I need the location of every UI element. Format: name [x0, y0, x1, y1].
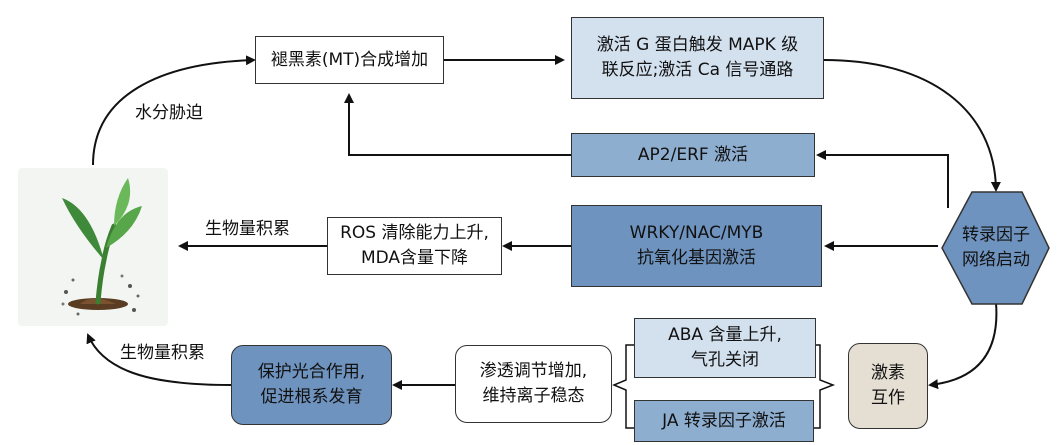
arrow-tf-to-hormone	[928, 302, 998, 390]
ros-box: ROS 清除能力上升, MDA含量下降	[327, 217, 502, 275]
tf-line1: 转录因子	[962, 225, 1030, 246]
photo-line2: 促进根系发育	[260, 387, 363, 407]
ap2-erf-box: AP2/ERF 激活	[571, 133, 815, 177]
hormone-interaction-box: 激素 互作	[848, 343, 928, 429]
osmotic-line1: 渗透调节增加,	[479, 361, 588, 382]
ros-line2: MDA含量下降	[360, 248, 469, 268]
brace-right	[806, 344, 836, 429]
g-protein-box: 激活 G 蛋白触发 MAPK 级 联反应;激活 Ca 信号通路	[571, 17, 824, 99]
photo-line1: 保护光合作用,	[257, 362, 366, 383]
arrow-ap2-to-melatonin	[344, 93, 571, 156]
tf-line2: 网络启动	[962, 250, 1030, 270]
biomass-label-lower: 生物量积累	[120, 343, 205, 363]
seedling-image	[18, 168, 168, 326]
hormone-line2: 互作	[871, 388, 905, 408]
osmotic-box: 渗透调节增加, 维持离子稳态	[455, 345, 612, 423]
seedling-icon	[61, 178, 142, 316]
arrow-gprotein-to-tf	[823, 59, 1001, 192]
melatonin-box: 褪黑素(MT)合成增加	[255, 36, 444, 84]
ja-box: JA 转录因子激活	[634, 400, 814, 442]
wrky-line1: WRKY/NAC/MYB	[629, 223, 764, 244]
g-protein-line2: 联反应;激活 Ca 信号通路	[601, 60, 794, 80]
water-stress-arrow	[92, 55, 256, 166]
melatonin-text: 褪黑素(MT)合成增加	[270, 49, 429, 70]
water-stress-label: 水分胁迫	[135, 103, 203, 123]
aba-line1: ABA 含量上升,	[668, 325, 782, 346]
arrow-tf-to-ap2	[816, 150, 949, 208]
brace-left	[612, 344, 640, 429]
wrky-line2: 抗氧化基因激活	[636, 248, 756, 268]
aba-line2: 气孔关闭	[690, 350, 759, 370]
arrow-photo-to-plant	[86, 333, 232, 386]
tf-network-text: 转录因子 网络启动	[948, 205, 1044, 291]
photosynthesis-box: 保护光合作用, 促进根系发育	[231, 345, 392, 425]
tf-network-hexagon	[941, 191, 1050, 305]
osmotic-line2: 维持离子稳态	[482, 386, 585, 406]
hormone-line1: 激素	[871, 363, 905, 384]
ap2-erf-text: AP2/ERF 激活	[637, 144, 749, 165]
ja-text: JA 转录因子激活	[662, 410, 786, 431]
wrky-box: WRKY/NAC/MYB 抗氧化基因激活	[571, 205, 822, 287]
biomass-label-upper: 生物量积累	[205, 219, 290, 239]
g-protein-line1: 激活 G 蛋白触发 MAPK 级	[596, 35, 799, 56]
ros-line1: ROS 清除能力上升,	[340, 223, 489, 244]
aba-box: ABA 含量上升, 气孔关闭	[634, 318, 816, 378]
